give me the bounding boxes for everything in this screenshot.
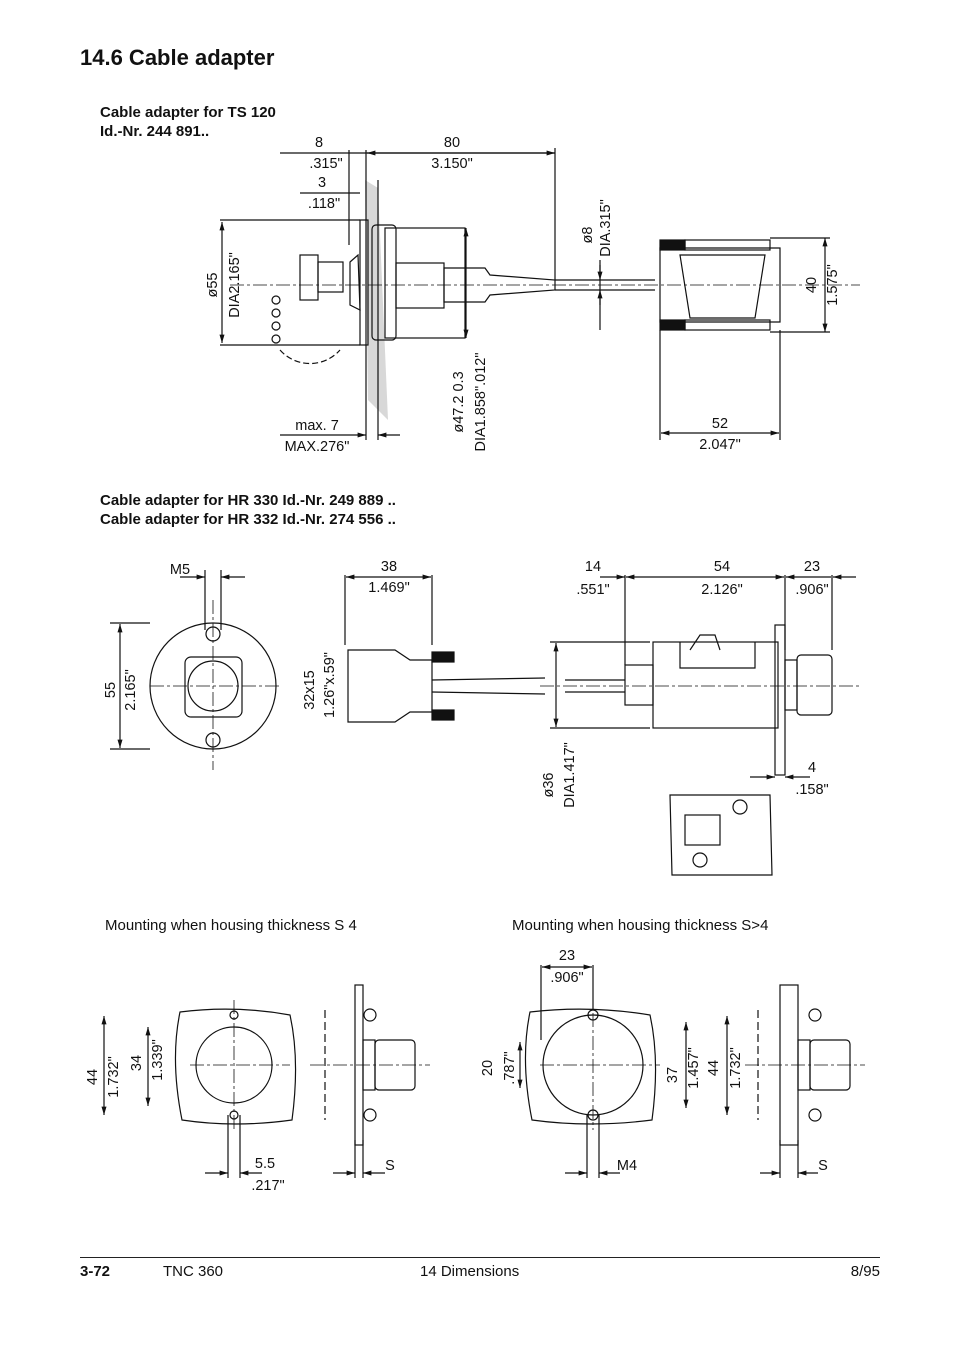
dim-label: 20 [479,1059,496,1077]
mounting-left-title: Mounting when housing thickness S 4 [105,917,357,934]
dim-label: .158" [795,781,829,798]
dim-label: 55 [102,681,119,699]
dim-label: 34 [128,1054,145,1072]
product-name: TNC 360 [163,1263,224,1280]
dim-label: MAX.276" [284,438,350,455]
dim-label: max. 7 [295,417,339,434]
dim-label: .787" [501,1051,518,1085]
mounting-drawings [101,964,865,1178]
dim-label: .315" [309,155,343,172]
dim-label: DIA1.417" [561,742,578,808]
dim-label: 4 [807,759,817,776]
dim-label: 1.457" [685,1047,702,1089]
dim-label: 44 [84,1068,101,1086]
dim-label: ø47.2 0.3 [450,371,467,433]
dim-label: 1.732" [105,1056,122,1098]
dim-label: 40 [803,276,820,294]
ts120-drawing [219,148,860,440]
dim-label: 3 [317,174,327,191]
dim-label: 5.5 [254,1155,276,1172]
dim-label: 23 [803,558,821,575]
dim-label: DIA2.165" [226,252,243,318]
dim-label: 8 [314,134,324,151]
dim-label: 1.732" [727,1047,744,1089]
dim-label: .906" [795,581,829,598]
chapter-title: 14 Dimensions [420,1263,520,1280]
dim-label: 23 [558,947,576,964]
ts120-caption: Cable adapter for TS 120 [100,104,276,121]
dim-label: DIA1.858".012" [472,352,489,452]
dim-label: 1.339" [149,1039,166,1081]
dim-label: 1.575" [824,264,841,306]
dim-label: 14 [584,558,602,575]
page-title: 14.6 Cable adapter [80,45,275,70]
dim-label: 37 [664,1066,681,1084]
dim-label: 3.150" [431,155,473,172]
dim-label: 2.165" [122,669,139,711]
dim-label: 54 [713,558,731,575]
dim-label: S [385,1157,395,1174]
ts120-id: Id.-Nr. 244 891.. [100,123,210,140]
dim-label: S [818,1157,828,1174]
dim-label: ø55 [204,272,221,298]
dim-label: 32x15 [301,670,318,710]
footer-divider [80,1257,880,1258]
dim-label: M4 [616,1157,638,1174]
dim-label: .217" [251,1177,285,1194]
hr330-drawing [110,570,860,876]
dim-label: 1.469" [368,579,410,596]
dim-label: 2.126" [701,581,743,598]
dim-label: 44 [705,1059,722,1077]
dim-label: ø8 [579,226,596,244]
dim-label: 2.047" [699,436,741,453]
revision-date: 8/95 [850,1263,880,1280]
dim-label: 52 [711,415,729,432]
dim-label: M5 [169,561,191,578]
hr332-caption: Cable adapter for HR 332 Id.-Nr. 274 556… [100,511,396,528]
dim-label: ø36 [540,772,557,798]
dim-label: .118" [307,195,341,212]
dim-label: 38 [380,558,398,575]
dim-label: DIA.315" [597,199,614,257]
dim-label: 80 [443,134,461,151]
mounting-right-title: Mounting when housing thickness S>4 [512,917,769,934]
dim-label: .906" [550,969,584,986]
dim-label: .551" [576,581,610,598]
hr330-caption: Cable adapter for HR 330 Id.-Nr. 249 889… [100,492,396,509]
page-number: 3-72 [80,1263,111,1280]
dim-label: 1.26"x.59" [321,652,338,718]
